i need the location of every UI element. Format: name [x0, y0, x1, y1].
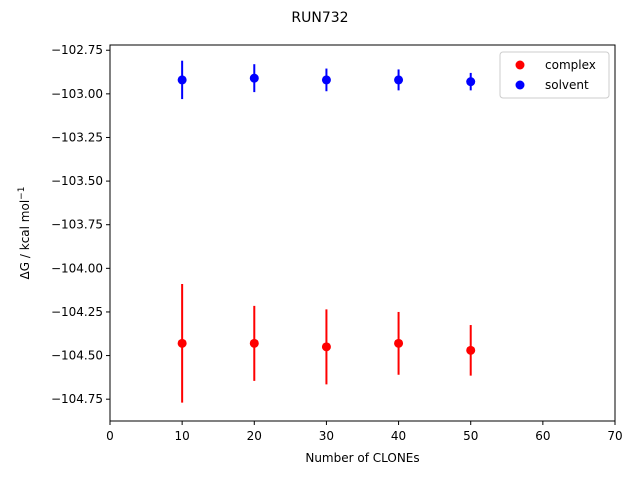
y-axis-label: ΔG / kcal mol−1	[17, 187, 32, 280]
legend-label-solvent: solvent	[545, 78, 589, 92]
data-point-solvent	[394, 75, 404, 85]
data-point-complex	[249, 338, 259, 348]
y-tick-label: −103.00	[51, 87, 103, 101]
y-tick-label: −104.25	[51, 305, 103, 319]
data-point-complex	[394, 338, 404, 348]
data-point-solvent	[321, 75, 331, 85]
x-axis-label: Number of CLONEs	[305, 451, 419, 465]
x-tick-label: 10	[175, 429, 190, 443]
y-tick-label: −104.50	[51, 349, 103, 363]
data-point-solvent	[466, 77, 476, 87]
data-point-solvent	[249, 73, 259, 83]
x-tick-label: 50	[463, 429, 478, 443]
x-tick-label: 40	[391, 429, 406, 443]
y-tick-label: −102.75	[51, 43, 103, 57]
axes-frame	[109, 44, 616, 422]
y-axis-label-main: ΔG / kcal mol	[18, 200, 32, 280]
data-point-complex	[177, 338, 187, 348]
legend-label-complex: complex	[545, 58, 596, 72]
x-tick-label: 0	[106, 429, 114, 443]
x-tick-label: 20	[247, 429, 262, 443]
x-tick-label: 60	[535, 429, 550, 443]
data-point-solvent	[177, 75, 187, 85]
plot-area: 0 10 20 30 40 50 60 70 −104.75 −104.50 −104.25 −104…	[51, 43, 623, 443]
chart-title: RUN732	[291, 10, 348, 26]
legend-frame	[499, 51, 610, 99]
y-tick-label: −104.00	[51, 261, 103, 275]
y-axis-label-superscript: −1	[17, 187, 27, 200]
data-point-complex	[321, 342, 331, 352]
legend: complex solvent	[499, 51, 610, 99]
legend-marker-complex	[515, 60, 525, 70]
y-tick-label: −103.50	[51, 174, 103, 188]
x-tick-label: 70	[607, 429, 622, 443]
y-tick-label: −103.25	[51, 130, 103, 144]
y-tick-label: −103.75	[51, 218, 103, 232]
data-point-complex	[466, 345, 476, 355]
legend-marker-solvent	[515, 80, 525, 90]
x-tick-label: 30	[319, 429, 334, 443]
y-tick-label: −104.75	[51, 392, 103, 406]
